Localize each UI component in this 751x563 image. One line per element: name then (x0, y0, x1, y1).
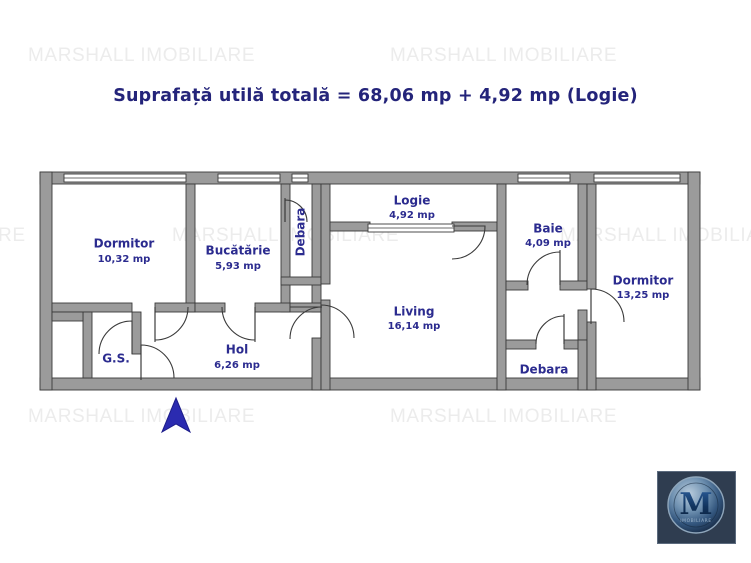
room-area-baie: 4,09 mp (525, 238, 571, 249)
room-area-logie: 4,92 mp (389, 210, 435, 221)
logo-letter: M (679, 487, 712, 522)
room-area-dormitor-2: 13,25 mp (617, 290, 670, 301)
room-area-living: 16,14 mp (388, 321, 441, 332)
room-label-debara-horizontal: Debara (520, 363, 569, 377)
room-label-dormitor-1: Dormitor (94, 237, 155, 251)
logo-subtext: IMOBILIARE (680, 518, 711, 524)
room-area-bucatarie: 5,93 mp (215, 261, 261, 272)
room-area-dormitor-1: 10,32 mp (98, 254, 151, 265)
room-area-hol: 6,26 mp (214, 360, 260, 371)
room-label-hol: Hol (226, 343, 248, 357)
room-label-baie: Baie (533, 222, 563, 236)
room-label-living: Living (394, 305, 435, 319)
room-label-dormitor-2: Dormitor (613, 274, 674, 288)
north-arrow-icon (160, 396, 192, 434)
company-logo[interactable]: M IMOBILIARE (657, 471, 736, 544)
page-title: Suprafață utilă totală = 68,06 mp + 4,92… (113, 86, 638, 106)
room-label-bucatarie: Bucătărie (206, 244, 271, 258)
room-label-logie: Logie (394, 194, 431, 208)
room-label-debara-vertical: Debara (294, 208, 308, 257)
logo-badge-icon: M IMOBILIARE (667, 476, 725, 534)
room-label-gs: G.S. (102, 352, 130, 366)
